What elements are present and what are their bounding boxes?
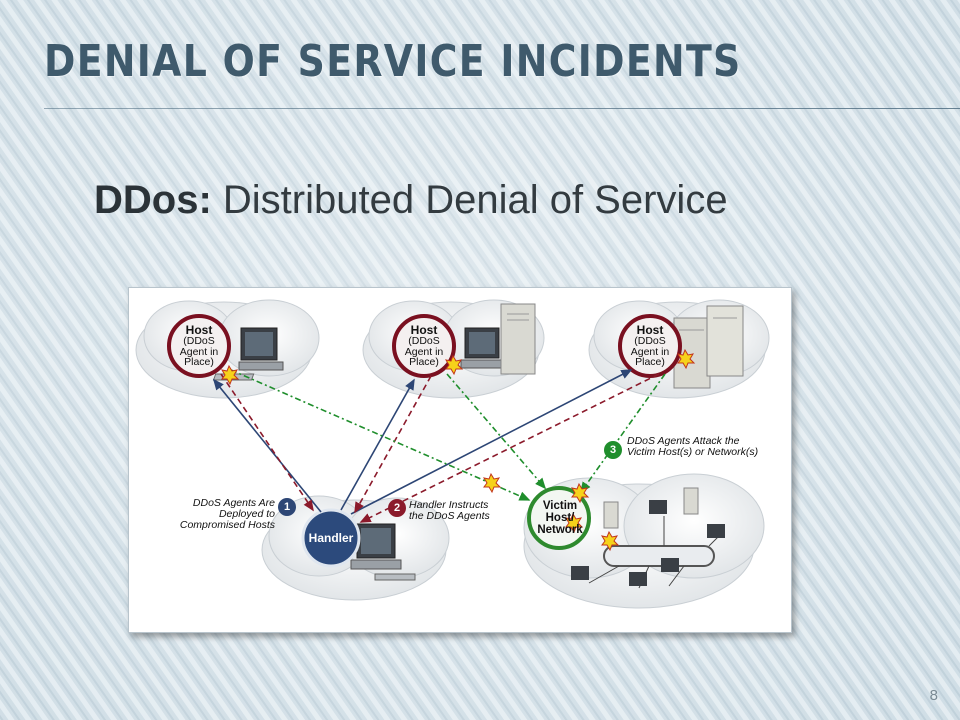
host-1-node <box>167 314 231 378</box>
page-number: 8 <box>929 687 938 704</box>
ddos-diagram: Host (DDoS Agent in Place) Host (DDoS Ag… <box>128 287 792 633</box>
host-1-label: Host (DDoS Agent in Place) <box>179 323 219 368</box>
host-2-label: Host (DDoS Agent in Place) <box>404 323 444 368</box>
ddos-diagram-graphic <box>135 299 770 609</box>
slide-title: DENIAL OF SERVICE INCIDENTS <box>44 36 742 87</box>
handler-label: Handler <box>308 531 354 545</box>
step-1-note: DDoS Agents Are Deployed to Compromised … <box>179 497 275 531</box>
host-3-label: Host (DDoS Agent in Place) <box>630 323 670 368</box>
host-3-node <box>618 314 682 378</box>
victim-node <box>527 486 591 550</box>
arrows-step-2 <box>220 373 660 523</box>
arrows-step-1 <box>212 369 633 515</box>
host-3-server-icon <box>673 305 744 389</box>
handler-computer-icon <box>350 523 416 581</box>
victim-network-graphic <box>571 487 725 589</box>
victim-label: Victim Host/ Network <box>537 500 583 536</box>
host-2-computer-icon <box>460 303 536 375</box>
step-3-number: 3 <box>609 444 617 456</box>
step-2-number: 2 <box>393 502 401 514</box>
step-3-badge <box>604 441 622 459</box>
step-1-number: 1 <box>283 501 291 513</box>
handler-node <box>301 508 361 568</box>
title-divider <box>44 108 960 109</box>
host-2-node <box>392 314 456 378</box>
step-3-note: DDoS Agents Attack the Victim Host(s) or… <box>627 435 759 458</box>
step-1-badge <box>278 498 296 516</box>
step-2-note: Handler Instructs the DDoS Agents <box>409 499 490 522</box>
attack-burst-icons <box>220 348 696 552</box>
subtitle-term: DDos: <box>94 178 212 222</box>
slide-subtitle: DDos: Distributed Denial of Service <box>94 178 728 223</box>
arrows-step-3 <box>230 369 666 501</box>
step-2-badge <box>388 499 406 517</box>
subtitle-text: Distributed Denial of Service <box>211 178 728 222</box>
